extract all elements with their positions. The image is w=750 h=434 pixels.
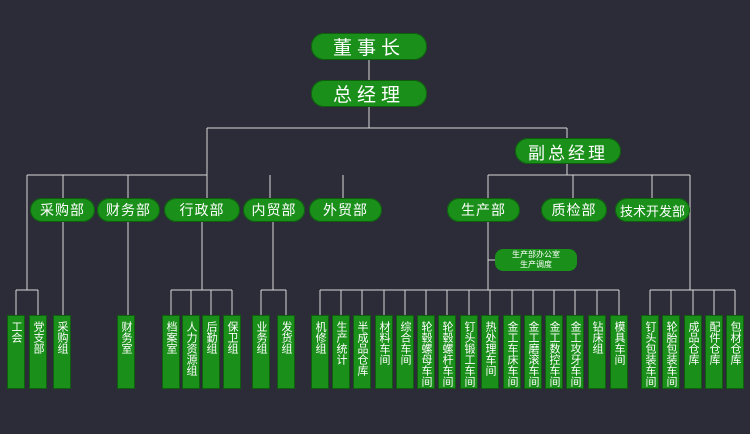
unit-box: 轮毂螺母车间 xyxy=(417,315,435,389)
unit-box: 保卫组 xyxy=(223,315,241,389)
unit-box: 包材仓库 xyxy=(726,315,744,389)
department-technology: 技术开发部 xyxy=(615,198,690,222)
unit-box: 业务组 xyxy=(252,315,270,389)
unit-box: 金工车床车间 xyxy=(503,315,521,389)
department-finance: 财务部 xyxy=(97,198,160,222)
unit-box: 人力资源组 xyxy=(182,315,200,389)
unit-box: 钻床组 xyxy=(588,315,606,389)
chairman-box: 董事长 xyxy=(311,33,427,60)
general-manager-box: 总经理 xyxy=(311,80,427,107)
unit-box: 工会 xyxy=(7,315,25,389)
unit-box: 财务室 xyxy=(117,315,135,389)
unit-box: 机修组 xyxy=(311,315,329,389)
production-office-line1: 生产部办公室 xyxy=(512,250,560,259)
department-domestic-trade: 内贸部 xyxy=(243,198,305,222)
unit-box: 金工攻牙车间 xyxy=(566,315,584,389)
deputy-general-manager-box: 副总经理 xyxy=(515,138,621,164)
unit-box: 模具车间 xyxy=(610,315,628,389)
unit-box: 发货组 xyxy=(277,315,295,389)
unit-box: 成品仓库 xyxy=(684,315,702,389)
department-foreign-trade: 外贸部 xyxy=(309,198,382,222)
unit-box: 档案室 xyxy=(162,315,180,389)
unit-box: 钉头锻工车间 xyxy=(460,315,478,389)
department-procurement: 采购部 xyxy=(30,198,95,222)
unit-box: 材料车间 xyxy=(375,315,393,389)
department-administration: 行政部 xyxy=(164,198,240,222)
unit-box: 轮胎包装车间 xyxy=(662,315,680,389)
unit-box: 热处理车间 xyxy=(481,315,499,389)
department-quality: 质检部 xyxy=(541,198,607,222)
production-office-box: 生产部办公室 生产调度 xyxy=(495,249,577,271)
unit-box: 党支部 xyxy=(29,315,47,389)
unit-box: 综合车间 xyxy=(396,315,414,389)
unit-box: 钉头包装车间 xyxy=(641,315,659,389)
unit-box: 金工数控车间 xyxy=(545,315,563,389)
unit-box: 金工磨滚车间 xyxy=(524,315,542,389)
department-production: 生产部 xyxy=(447,198,520,222)
unit-box: 采购组 xyxy=(53,315,71,389)
unit-box: 配件仓库 xyxy=(705,315,723,389)
unit-box: 半成品仓库 xyxy=(353,315,371,389)
unit-box: 轮毂螺杆车间 xyxy=(438,315,456,389)
unit-box: 生产统计 xyxy=(332,315,350,389)
unit-box: 后勤组 xyxy=(202,315,220,389)
production-office-line2: 生产调度 xyxy=(520,260,552,269)
